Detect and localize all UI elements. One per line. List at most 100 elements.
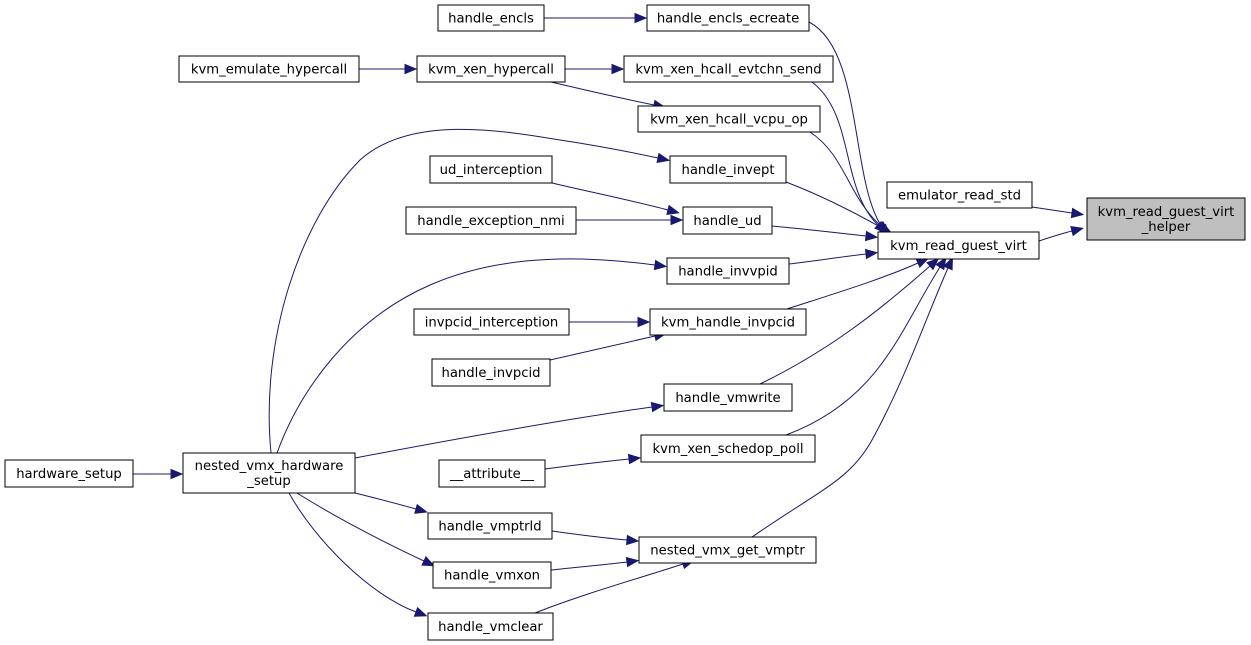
node-kvm-handle-invpcid[interactable]: kvm_handle_invpcid [649, 308, 807, 336]
node-kvm-read-guest-virt[interactable]: kvm_read_guest_virt [877, 231, 1040, 260]
edge-line [751, 267, 949, 538]
node-handle-invpcid[interactable]: handle_invpcid [431, 358, 551, 387]
node-hardware-setup[interactable]: hardware_setup [4, 459, 134, 488]
edge-kvm_xen_schedop_poll-to-kvm_read_guest_virt [785, 256, 947, 436]
node-box [405, 206, 577, 235]
node-handle-vmwrite[interactable]: handle_vmwrite [663, 383, 793, 412]
node-handle-encls[interactable]: handle_encls [437, 4, 545, 32]
node-handle-vmclear[interactable]: handle_vmclear [427, 612, 554, 641]
node-label: kvm_xen_hypercall [428, 63, 554, 78]
node-label: _helper [1141, 220, 1191, 235]
node-box [669, 155, 787, 184]
edge-nested_vmx_hardware_setup-to-handle_invept [268, 128, 671, 454]
node-box [431, 358, 551, 387]
arrowhead [656, 152, 671, 164]
node-box [413, 308, 570, 336]
node-label: emulator_read_std [898, 189, 1021, 204]
node-box [1086, 197, 1246, 241]
node-label: kvm_handle_invpcid [661, 316, 795, 331]
edge-handle_encls-to-handle_encls_ecreate [544, 12, 648, 24]
node-box [416, 55, 566, 83]
edge-handle_invvpid-to-kvm_read_guest_virt [788, 248, 879, 265]
node-label: kvm_read_guest_virt [1098, 205, 1235, 220]
node-emulator-read-std[interactable]: emulator_read_std [886, 181, 1033, 209]
edge-line [354, 406, 653, 459]
node-kvm-emulate-hypercall[interactable]: kvm_emulate_hypercall [178, 55, 360, 83]
node-handle-invvpid[interactable]: handle_invvpid [666, 257, 790, 285]
node-handle-invept[interactable]: handle_invept [669, 155, 787, 184]
node-handle-ud[interactable]: handle_ud [682, 206, 773, 235]
node-label: kvm_emulate_hypercall [191, 63, 347, 78]
node-label: nested_vmx_hardware [195, 459, 344, 474]
edge-handle_exception_nmi-to-handle_ud [576, 214, 684, 226]
edge-emulator_read_std-to-kvm_read_guest_virt_helper [1031, 206, 1085, 219]
node-label: handle_invpcid [441, 366, 540, 381]
edge-nested_vmx_get_vmptr-to-kvm_read_guest_virt [751, 256, 953, 538]
node-label: _setup [246, 474, 290, 489]
node-box [623, 55, 834, 83]
edge-line [551, 182, 669, 211]
arrowhead [626, 534, 640, 546]
edge-line [544, 458, 630, 470]
edge-line [811, 81, 879, 226]
node-kvm-xen-hcall-vcpu-op[interactable]: kvm_xen_hcall_vcpu_op [637, 105, 821, 133]
node-box [877, 231, 1040, 260]
node-kvm-xen-hcall-evtchn-send[interactable]: kvm_xen_hcall_evtchn_send [623, 55, 834, 83]
edge-line [268, 128, 659, 454]
arrowhead [421, 556, 436, 567]
node-label: handle_exception_nmi [417, 214, 564, 229]
edge-line [759, 265, 931, 385]
edge-line [288, 492, 417, 613]
edge-line [296, 492, 425, 562]
node-handle-vmxon[interactable]: handle_vmxon [432, 561, 552, 589]
node-box [182, 452, 356, 494]
node-label: handle_invept [681, 163, 774, 178]
node-box [438, 459, 546, 488]
node-box [427, 512, 553, 540]
edge-hardware_setup-to-nested_vmx_hardware_setup [133, 468, 184, 480]
node-handle-vmptrld[interactable]: handle_vmptrld [427, 512, 553, 540]
arrowhead [926, 257, 940, 271]
arrowhead [170, 468, 184, 480]
arrowhead [670, 214, 684, 226]
edge-line [551, 530, 628, 541]
node-label: invpcid_interception [425, 316, 559, 331]
edge-line [550, 561, 628, 571]
node-attribute--[interactable]: __attribute__ [438, 459, 546, 488]
node-box [649, 308, 807, 336]
node-box [886, 181, 1033, 209]
edge-nested_vmx_hardware_setup-to-handle_vmxon [296, 492, 436, 567]
node-label: handle_encls [448, 12, 534, 27]
node-handle-encls-ecreate[interactable]: handle_encls_ecreate [646, 4, 810, 32]
edge-ud_interception-to-handle_ud [551, 182, 680, 215]
node-box [178, 55, 360, 83]
edge-handle_vmptrld-to-nested_vmx_get_vmptr [551, 530, 640, 546]
edge-handle_vmxon-to-nested_vmx_get_vmptr [550, 556, 640, 571]
node-kvm-xen-hypercall[interactable]: kvm_xen_hypercall [416, 55, 566, 83]
edge-nested_vmx_hardware_setup-to-handle_vmwrite [354, 401, 665, 459]
edge-line [354, 492, 417, 510]
node-kvm-xen-schedop-poll[interactable]: kvm_xen_schedop_poll [640, 434, 816, 463]
edge-line [276, 258, 656, 454]
arrowhead [611, 63, 625, 75]
node-label: kvm_read_guest_virt [890, 239, 1027, 254]
edge-line [785, 266, 941, 436]
node-label: handle_encls_ecreate [657, 12, 799, 27]
edge-line [809, 131, 881, 226]
nodes-layer: kvm_read_guest_virt_helperemulator_read_… [4, 4, 1246, 641]
node-ud-interception[interactable]: ud_interception [429, 155, 553, 184]
node-handle-exception-nmi[interactable]: handle_exception_nmi [405, 206, 577, 235]
node-kvm-read-guest-virt-helper[interactable]: kvm_read_guest_virt_helper [1086, 197, 1246, 241]
node-label: nested_vmx_get_vmptr [650, 544, 805, 559]
node-nested-vmx-get-vmptr[interactable]: nested_vmx_get_vmptr [638, 536, 817, 564]
node-label: handle_invvpid [678, 265, 778, 280]
node-box [637, 105, 821, 133]
node-invpcid-interception[interactable]: invpcid_interception [413, 308, 570, 336]
edge-kvm_read_guest_virt-to-kvm_read_guest_virt_helper [1038, 225, 1084, 242]
edge-line [534, 563, 684, 614]
edge-handle_vmwrite-to-kvm_read_guest_virt [759, 257, 940, 385]
edges-layer [133, 12, 1085, 617]
node-nested-vmx-hardware-setup[interactable]: nested_vmx_hardware_setup [182, 452, 356, 494]
arrowhead [943, 256, 953, 271]
